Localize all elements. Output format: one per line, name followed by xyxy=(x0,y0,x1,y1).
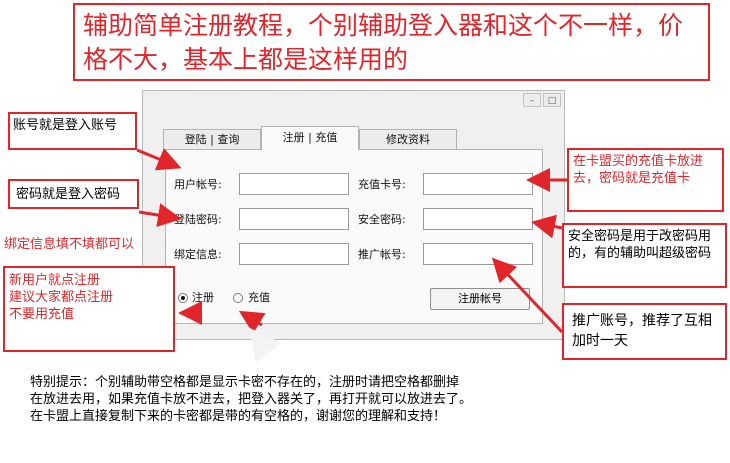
safe-password-input[interactable] xyxy=(423,208,533,230)
card-number-input[interactable] xyxy=(423,173,533,195)
bind-info-label: 绑定信息: xyxy=(174,248,222,261)
register-panel: 用户帐号: 登陆密码: 绑定信息: 充值卡号: 安全密码: 推广帐号: 注册 充… xyxy=(165,149,543,324)
register-dialog: – □ 登陆 | 查询 注册 | 充值 修改资料 用户帐号: 登陆密码: 绑定信… xyxy=(142,90,565,340)
radio-register[interactable] xyxy=(178,293,188,303)
note-promoter: 推广账号，推荐了互相加时一天 xyxy=(562,303,727,360)
bind-info-input[interactable] xyxy=(239,243,349,265)
login-password-label: 登陆密码: xyxy=(174,213,222,226)
safe-password-label: 安全密码: xyxy=(358,213,406,226)
tutorial-title: 辅助简单注册教程，个别辅助登入器和这个不一样，价格不大，基本上都是这样用的 xyxy=(83,11,684,74)
account-input[interactable] xyxy=(239,173,349,195)
account-label: 用户帐号: xyxy=(174,178,222,191)
note-bind: 绑定信息填不填都可以 xyxy=(4,237,135,252)
note-card: 在卡盟买的充值卡放进去，密码就是充值卡 xyxy=(567,148,724,212)
bottom-tip: 特别提示：个别辅助带空格都是显示卡密不存在的，注册时请把空格都删掉 在放进去用，… xyxy=(30,375,473,424)
note-new-user: 新用户就点注册 建议大家都点注册 不要用充值 xyxy=(3,266,175,352)
register-account-button[interactable]: 注册帐号 xyxy=(430,288,530,310)
note-account: 账号就是登入账号 xyxy=(8,112,137,150)
tab-login-query[interactable]: 登陆 | 查询 xyxy=(163,129,261,149)
tab-register-recharge[interactable]: 注册 | 充值 xyxy=(261,126,359,150)
radio-register-label: 注册 xyxy=(192,291,214,304)
note-safe-password: 安全密码是用于改密码用的，有的辅助叫超级密码 xyxy=(562,223,727,288)
promoter-account-input[interactable] xyxy=(423,243,533,265)
note-password: 密码就是登入密码 xyxy=(8,179,139,209)
title-banner: 辅助简单注册教程，个别辅助登入器和这个不一样，价格不大，基本上都是这样用的 xyxy=(73,3,710,81)
promoter-account-label: 推广帐号: xyxy=(358,248,406,261)
radio-recharge-label: 充值 xyxy=(248,291,270,304)
radio-recharge[interactable] xyxy=(233,293,243,303)
tab-edit-profile[interactable]: 修改资料 xyxy=(359,129,457,149)
maximize-button[interactable]: □ xyxy=(543,93,561,107)
minimize-button[interactable]: – xyxy=(523,93,541,107)
login-password-input[interactable] xyxy=(239,208,349,230)
card-number-label: 充值卡号: xyxy=(358,178,406,191)
